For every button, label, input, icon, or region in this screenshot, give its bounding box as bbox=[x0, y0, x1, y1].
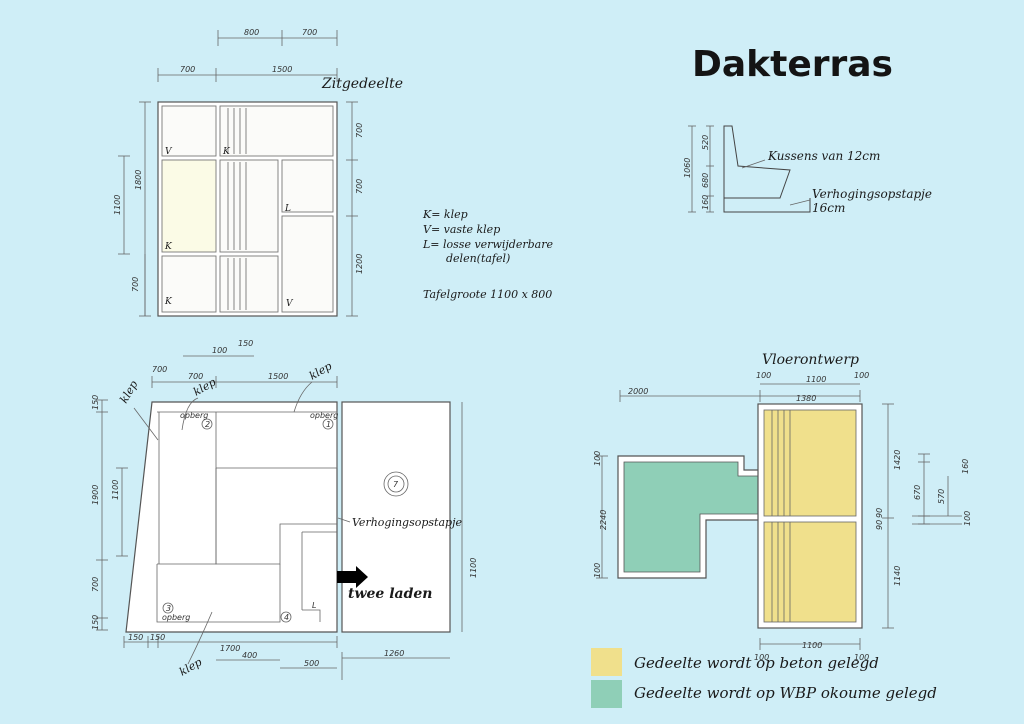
plan-dim-bottom-4: 1260 bbox=[384, 649, 404, 658]
zit-dim-left-3: 700 bbox=[131, 277, 140, 292]
key-k: K= klep bbox=[422, 208, 468, 221]
floor-dim-top-1: 1100 bbox=[806, 375, 826, 384]
zit-mark-v-1: V bbox=[165, 147, 173, 157]
seat-profile-drawing: 1060 520 680 160 Kussens van 12cm Verhog… bbox=[683, 125, 932, 215]
plan-dim-left-5: 150 bbox=[91, 615, 100, 630]
zit-mark-v-2: V bbox=[286, 299, 294, 309]
plan-dim-top-3: 700 bbox=[152, 365, 167, 374]
floor-dim-bottom-1: 1100 bbox=[802, 641, 822, 650]
plan-dim-right-1: 1100 bbox=[469, 558, 478, 578]
zit-dim-left-2: 1100 bbox=[113, 195, 122, 215]
page-title: Dakterras bbox=[692, 44, 893, 85]
zit-mark-l: L bbox=[284, 204, 291, 214]
plan-num-3: 3 bbox=[166, 604, 171, 613]
plan-opberg-3: opberg bbox=[162, 613, 190, 622]
zit-dim-right-2: 700 bbox=[355, 179, 364, 194]
floor-design-drawing: Vloerontwerp 1100 100 100 1380 2000 2240… bbox=[593, 352, 972, 662]
profile-dim-3: 680 bbox=[701, 173, 710, 188]
plan-dim-top-5: 150 bbox=[238, 339, 253, 348]
plan-klep-right: klep bbox=[307, 359, 334, 382]
plan-dim-top-4: 100 bbox=[212, 346, 227, 355]
legend-swatch-beton bbox=[591, 648, 622, 676]
floor-dim-left-3: 100 bbox=[593, 563, 602, 578]
profile-dim-4: 160 bbox=[701, 195, 710, 210]
profile-dim-1: 1060 bbox=[683, 158, 692, 178]
floor-dim-right-1: 1420 bbox=[893, 450, 902, 470]
floor-dim-right-8: 100 bbox=[963, 511, 972, 526]
plan-dim-left-1: 1900 bbox=[91, 485, 100, 505]
key-legend: K= klep V= vaste klep L= losse verwijder… bbox=[422, 208, 553, 301]
zit-dim-right-3: 1200 bbox=[355, 254, 364, 274]
plan-opberg-1: opberg bbox=[180, 411, 208, 420]
plan-dim-bottom-2: 400 bbox=[242, 651, 257, 660]
drawer-arrow-icon bbox=[337, 566, 368, 588]
floor-dim-left-2: 100 bbox=[593, 451, 602, 466]
plan-drawers-label: twee laden bbox=[348, 586, 432, 602]
plan-step-label: Verhogingsopstapje bbox=[352, 516, 462, 529]
plan-dim-bottom-5: 150 bbox=[128, 633, 143, 642]
floor-dim-right-5: 670 bbox=[913, 485, 922, 500]
zit-dim-top-1: 800 bbox=[244, 28, 259, 37]
plan-dim-left-3: 150 bbox=[91, 395, 100, 410]
zit-dim-top-2: 700 bbox=[302, 28, 317, 37]
plan-dim-bottom-3: 500 bbox=[304, 659, 319, 668]
floor-dim-right-2: 1140 bbox=[893, 566, 902, 586]
floor-dim-bottom-2: 100 bbox=[754, 653, 769, 662]
cushion-note: Kussens van 12cm bbox=[767, 149, 880, 163]
plan-num-7: 7 bbox=[393, 480, 399, 489]
key-l-1: L= losse verwijderbare bbox=[422, 238, 553, 251]
floor-dim-top-5: 100 bbox=[854, 371, 869, 380]
floor-dim-left-1: 2240 bbox=[599, 510, 608, 530]
legend-label-beton: Gedeelte wordt op beton gelegd bbox=[634, 654, 879, 672]
vloerontwerp-heading: Vloerontwerp bbox=[762, 352, 859, 368]
zit-dim-top2-2: 1500 bbox=[272, 65, 292, 74]
floor-dim-right-3: 90 bbox=[875, 508, 884, 518]
legend-swatch-wbp bbox=[591, 680, 622, 708]
key-v: V= vaste klep bbox=[423, 223, 500, 236]
plan-dim-top-2: 1500 bbox=[268, 372, 288, 381]
floor-dim-top-3: 2000 bbox=[628, 387, 648, 396]
plan-dim-bottom-1: 1700 bbox=[220, 644, 240, 653]
plan-l-mark: L bbox=[312, 601, 316, 610]
plan-num-4: 4 bbox=[284, 613, 289, 622]
plan-opberg-2: opberg bbox=[310, 411, 338, 420]
zitgedeelte-drawing: Zitgedeelte 800 700 700 1500 1800 1100 7… bbox=[113, 28, 403, 317]
zit-dim-left-1: 1800 bbox=[134, 170, 143, 190]
plan-dim-bottom-6: 150 bbox=[150, 633, 165, 642]
zit-mark-k-3: K bbox=[164, 297, 173, 307]
key-l-2: delen(tafel) bbox=[446, 252, 510, 265]
zit-mark-k-1: K bbox=[222, 147, 231, 157]
plan-klep-left: klep bbox=[117, 378, 140, 405]
zit-dim-top2-1: 700 bbox=[180, 65, 195, 74]
profile-dim-2: 520 bbox=[701, 135, 710, 150]
plan-dim-top-1: 700 bbox=[188, 372, 203, 381]
step-note-2: 16cm bbox=[812, 201, 845, 215]
plan-num-2: 2 bbox=[205, 420, 210, 429]
color-legend: Gedeelte wordt op beton gelegd Gedeelte … bbox=[591, 648, 937, 708]
floor-plan-drawing: 100 150 700 1500 700 1900 150 700 150 11… bbox=[91, 339, 478, 680]
plan-dim-left-2: 1100 bbox=[111, 480, 120, 500]
zit-dim-right-1: 700 bbox=[355, 123, 364, 138]
floor-dim-bottom-3: 100 bbox=[854, 653, 869, 662]
floor-dim-right-4: 90 bbox=[875, 520, 884, 530]
plan-dim-left-4: 700 bbox=[91, 577, 100, 592]
floor-dim-right-6: 570 bbox=[937, 489, 946, 504]
zit-mark-k-2: K bbox=[164, 242, 173, 252]
plan-num-1: 1 bbox=[326, 420, 331, 429]
legend-label-wbp: Gedeelte wordt op WBP okoume gelegd bbox=[634, 684, 937, 702]
floor-dim-top-2: 1380 bbox=[796, 394, 816, 403]
zitgedeelte-heading: Zitgedeelte bbox=[321, 76, 403, 92]
floor-dim-right-7: 160 bbox=[961, 459, 970, 474]
table-size: Tafelgroote 1100 x 800 bbox=[423, 288, 552, 301]
step-note-1: Verhogingsopstapje bbox=[812, 187, 932, 201]
floor-dim-top-4: 100 bbox=[756, 371, 771, 380]
